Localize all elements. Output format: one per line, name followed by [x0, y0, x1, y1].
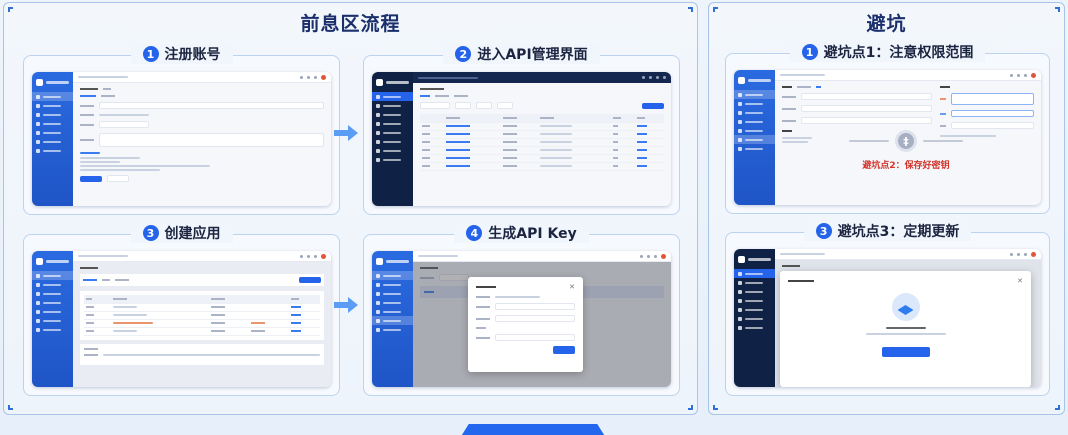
sidebar	[32, 72, 73, 206]
step-number-badge: 2	[455, 46, 472, 62]
step-card-generate-key: 4 生成API Key ✕	[363, 223, 680, 396]
close-icon[interactable]: ✕	[569, 283, 575, 291]
step-number-badge: 3	[815, 223, 832, 239]
corner-decoration	[688, 7, 693, 12]
step-title: 避坑点1：注意权限范围	[823, 45, 974, 61]
sidebar	[734, 249, 775, 387]
rotate-key-screenshot: ✕	[734, 249, 1041, 387]
sidebar	[372, 251, 413, 387]
shield-illustration-icon	[891, 293, 920, 321]
sidebar	[32, 251, 73, 387]
sidebar	[734, 70, 775, 205]
corner-decoration	[8, 405, 13, 410]
step-card-api-management: 2 进入API管理界面	[363, 44, 680, 215]
pitfall-card-permissions: 1 避坑点1：注意权限范围	[725, 42, 1050, 214]
pitfalls-panel: 避坑 1 避坑点1：注意权限范围	[708, 2, 1065, 415]
step-number-badge: 4	[466, 225, 483, 241]
frontend-flow-panel: 前息区流程 1 注册账号	[3, 2, 698, 415]
step-number-badge: 3	[142, 225, 159, 241]
step-title: 创建应用	[164, 226, 221, 242]
step-title: 注册账号	[164, 47, 221, 63]
close-icon[interactable]: ✕	[1017, 277, 1023, 285]
rotate-key-dialog: ✕	[780, 271, 1031, 387]
confirm-button[interactable]	[553, 346, 575, 354]
step-card-create-app: 3 创建应用	[23, 223, 340, 396]
bottom-tab	[460, 424, 606, 435]
pitfall-2-text: 避坑点2：保存好密钥	[862, 161, 950, 171]
corner-decoration	[713, 7, 718, 12]
create-app-screenshot	[32, 251, 331, 387]
key-icon: ‡	[895, 130, 917, 152]
generate-key-screenshot: ✕	[372, 251, 671, 387]
step-card-register: 1 注册账号	[23, 44, 340, 215]
corner-decoration	[1055, 405, 1060, 410]
panel-title: 前息区流程	[300, 13, 401, 35]
step-title: 生成API Key	[488, 226, 577, 242]
corner-decoration	[1055, 7, 1060, 12]
corner-decoration	[688, 405, 693, 410]
create-key-dialog: ✕	[468, 277, 583, 372]
rotate-key-button[interactable]	[881, 347, 930, 357]
sidebar	[372, 72, 413, 206]
panel-title: 避坑	[866, 13, 907, 35]
register-screenshot	[32, 72, 331, 206]
save-key-callout: ‡ 避坑点2：保存好密钥	[849, 130, 963, 171]
pitfall-card-rotate: 3 避坑点3：定期更新 ✕	[725, 221, 1050, 396]
step-title: 进入API管理界面	[477, 47, 588, 63]
arrow-right-icon	[334, 297, 358, 313]
api-management-screenshot	[372, 72, 671, 206]
corner-decoration	[713, 405, 718, 410]
step-title: 避坑点3：定期更新	[837, 224, 960, 240]
permissions-screenshot: ‡ 避坑点2：保存好密钥	[734, 70, 1041, 205]
step-number-badge: 1	[801, 44, 818, 60]
corner-decoration	[8, 7, 13, 12]
arrow-right-icon	[334, 125, 358, 141]
step-number-badge: 1	[142, 46, 159, 62]
